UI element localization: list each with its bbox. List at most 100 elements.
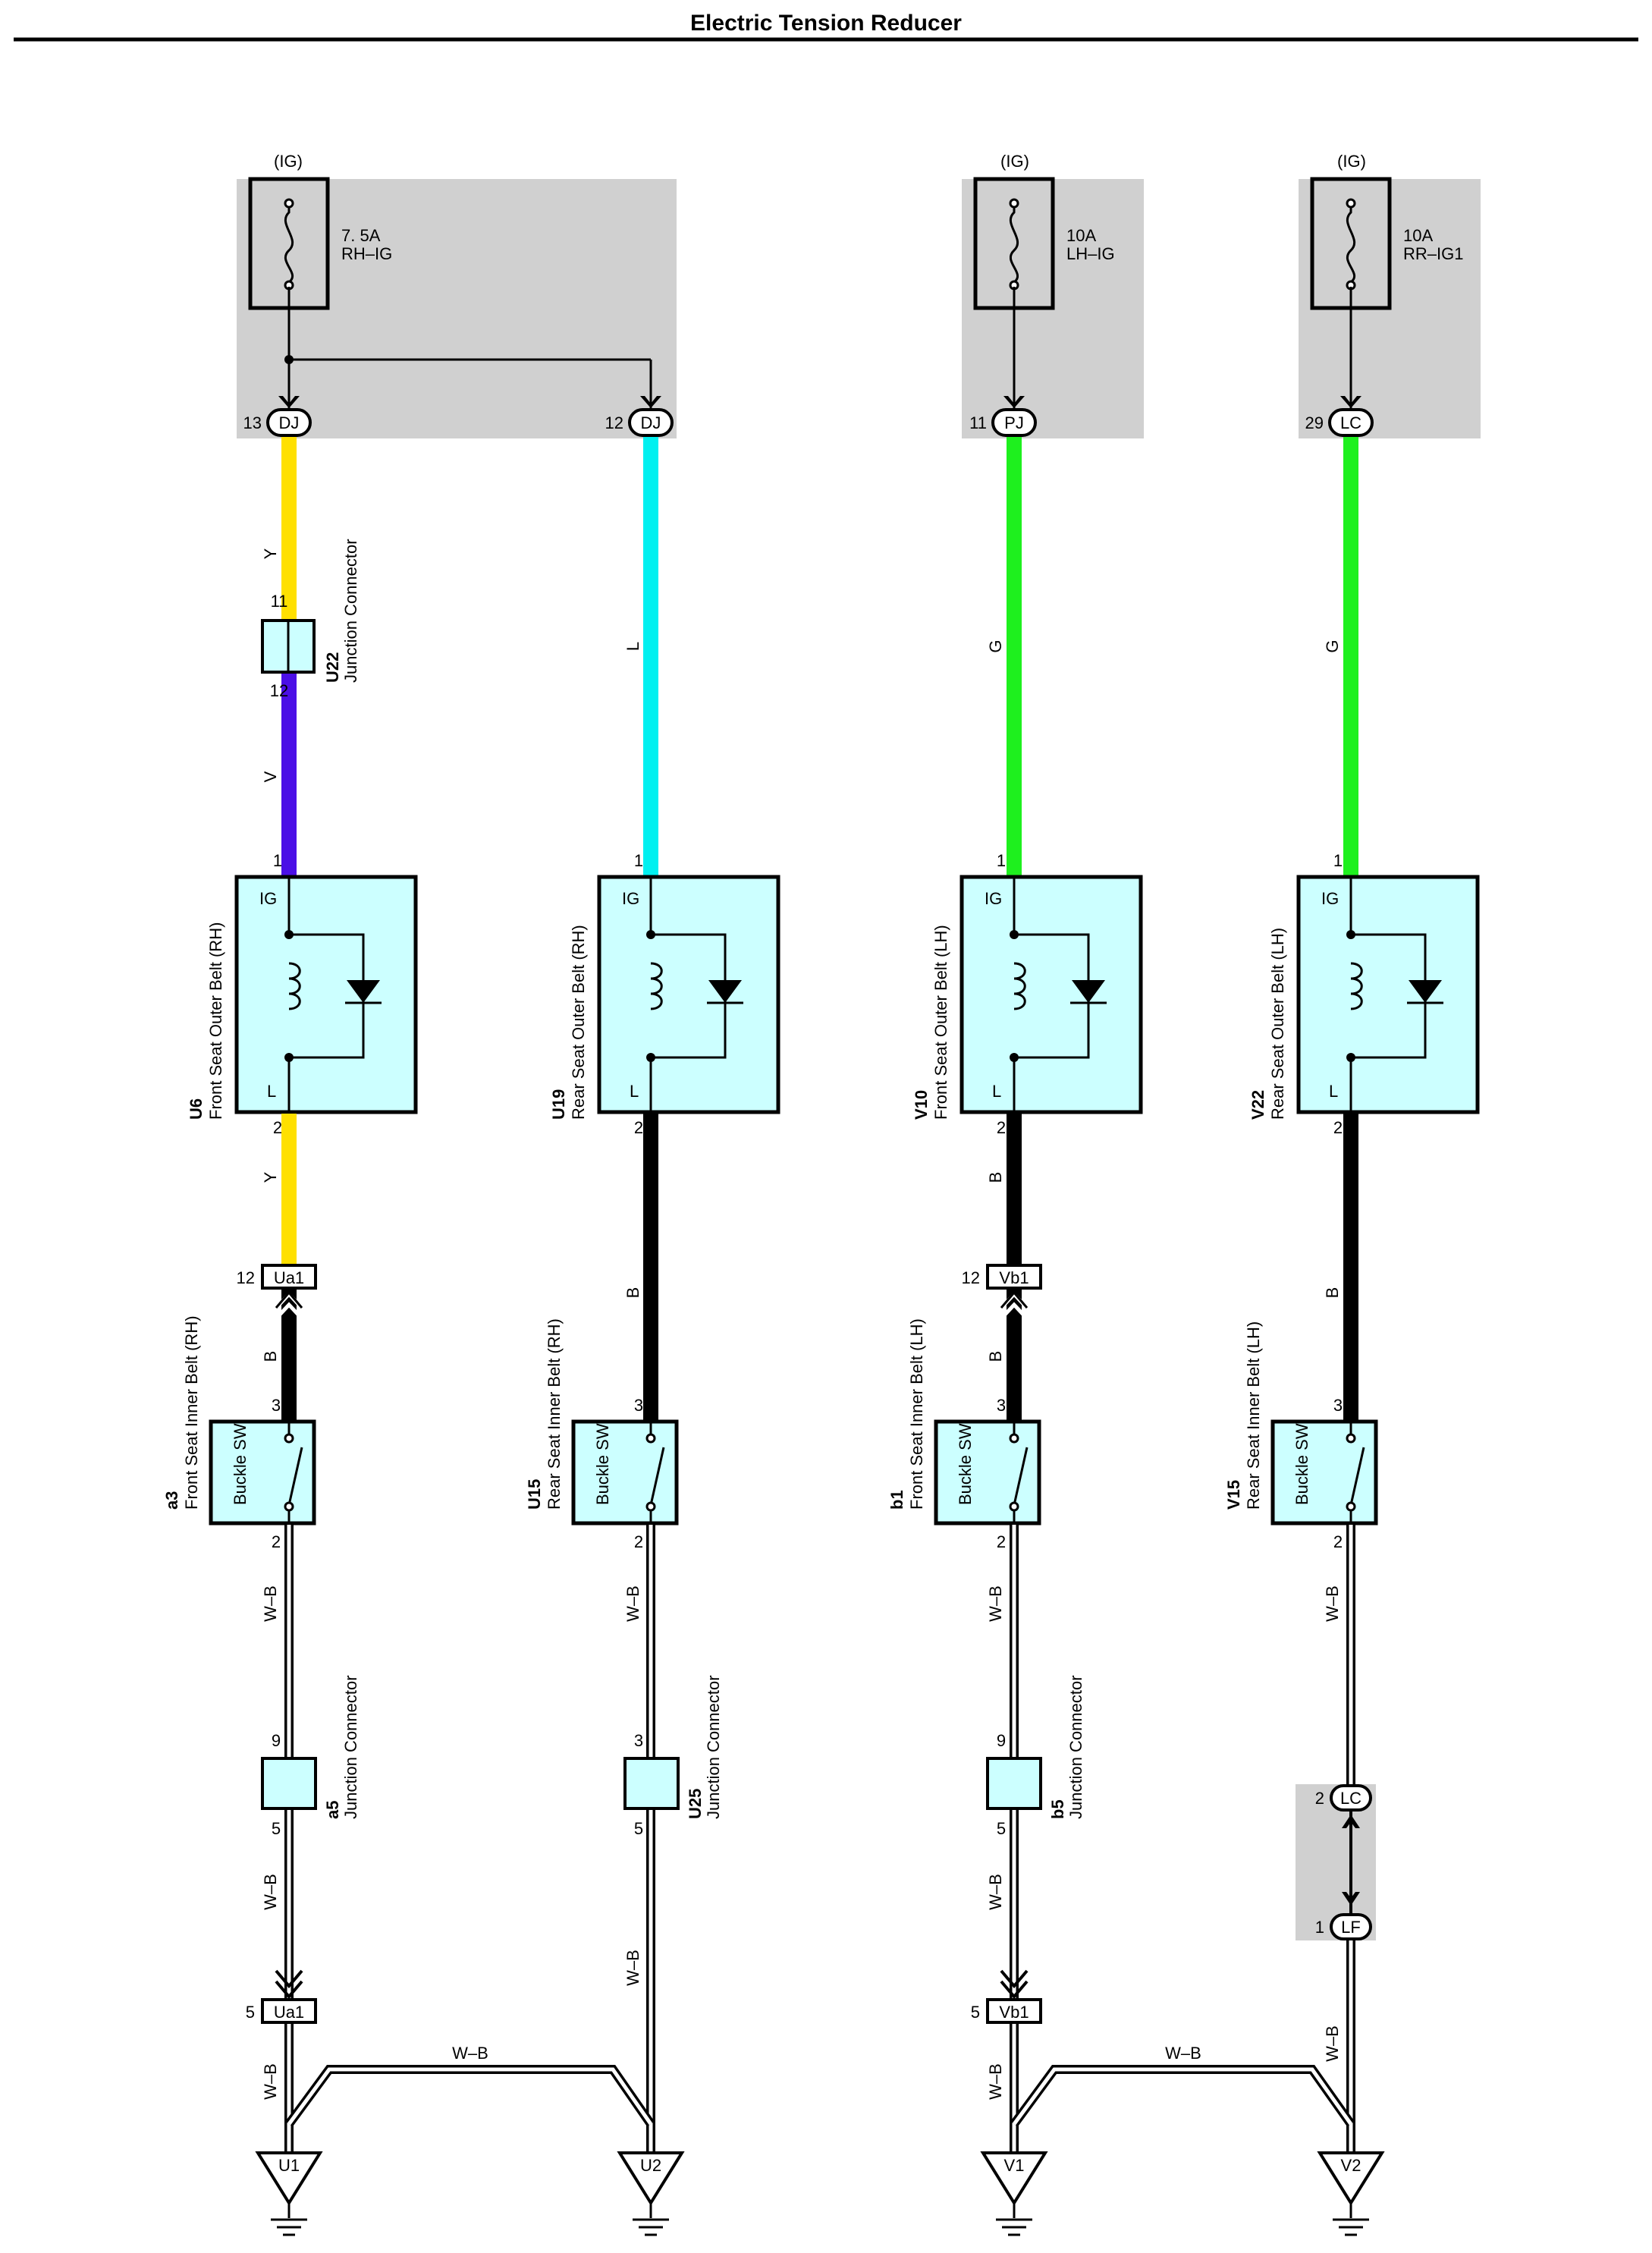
v15-name: Rear Seat Inner Belt (LH) (1244, 1321, 1263, 1510)
b5-pin-top: 9 (997, 1731, 1006, 1750)
outer-belt-u19: IG L 1 2 U19 Rear Seat Outer Belt (RH) (549, 851, 780, 1137)
u15-pin-in: 3 (634, 1396, 643, 1415)
top-connector-1-pin: 13 (243, 413, 262, 432)
v10-pin-out: 2 (997, 1118, 1006, 1137)
u25-name: Junction Connector (704, 1675, 723, 1819)
a5-id: a5 (323, 1801, 342, 1819)
a3-name: Front Seat Inner Belt (RH) (182, 1315, 201, 1510)
top-connector-4-pin: 29 (1305, 413, 1324, 432)
fuse-3-source: (IG) (1337, 152, 1366, 171)
inner-belt-b1: Buckle SW 3 2 b1 Front Seat Inner Belt (… (887, 1318, 1041, 1551)
b1-name: Front Seat Inner Belt (LH) (907, 1318, 926, 1510)
wire-c3-wb-label: W–B (986, 1585, 1005, 1622)
fuse-1-name: RH–IG (341, 244, 392, 263)
u6-name: Front Seat Outer Belt (RH) (206, 922, 225, 1120)
top-connector-3: PJ 11 (969, 408, 1037, 437)
v15-sw: Buckle SW (1292, 1423, 1311, 1505)
top-connector-2-pin: 12 (605, 413, 623, 432)
u6-ig: IG (259, 889, 277, 908)
ua1-bottom-code: Ua1 (274, 2003, 304, 2022)
u15-sw: Buckle SW (593, 1423, 612, 1505)
ground-u1: U1 (255, 2151, 323, 2236)
wire-c4-b-label: B (1323, 1287, 1342, 1299)
outer-belt-u6: IG L 1 2 U6 Front Seat Outer Belt (RH) (187, 851, 418, 1137)
b1-id: b1 (887, 1490, 906, 1510)
wire-c3-wb3-label: W–B (986, 2063, 1005, 2100)
outer-belt-v10: IG L 1 2 V10 Front Seat Outer Belt (LH) (912, 851, 1143, 1137)
b5-id: b5 (1048, 1799, 1067, 1819)
ground-v2: V2 (1317, 2151, 1385, 2236)
wire-c1-v-label: V (261, 771, 280, 782)
junction-a5: 9 5 a5 Junction Connector (261, 1675, 360, 1838)
wire-c3-b-top-label: B (986, 1172, 1005, 1183)
page-title: Electric Tension Reducer (690, 11, 962, 36)
v22-pin-out: 2 (1333, 1118, 1343, 1137)
lc-code: LC (1340, 1789, 1361, 1808)
v10-name: Front Seat Outer Belt (LH) (931, 925, 950, 1120)
v22-pin-in: 1 (1333, 851, 1343, 870)
u22-pin-bottom: 12 (270, 681, 288, 700)
ground-u1-label: U1 (278, 2156, 300, 2175)
inline-connector-vb1-bottom: Vb1 5 (971, 1969, 1042, 2024)
ground-link-2-label: W–B (1165, 2044, 1201, 2063)
inner-belt-a3: Buckle SW 3 2 a3 Front Seat Inner Belt (… (162, 1315, 316, 1551)
fuse-2-source: (IG) (1000, 152, 1029, 171)
b5-name: Junction Connector (1066, 1675, 1085, 1819)
u25-pin-bottom: 5 (634, 1819, 643, 1838)
lc-lf-connectors: LC 2 LF 1 (1315, 1784, 1372, 1940)
wire-c1-b-label: B (261, 1351, 280, 1362)
fuse-2-name: LH–IG (1066, 244, 1115, 263)
vb1-top-pin: 12 (962, 1268, 980, 1287)
lc-pin: 2 (1315, 1789, 1324, 1808)
v10-ig: IG (985, 889, 1002, 908)
wire-c1-y-mid-label: Y (261, 1171, 280, 1183)
u6-id: U6 (187, 1098, 206, 1120)
v22-name: Rear Seat Outer Belt (LH) (1268, 928, 1287, 1120)
fuse-3-name: RR–IG1 (1403, 244, 1463, 263)
ua1-top-code: Ua1 (274, 1268, 304, 1287)
a5-pin-bottom: 5 (272, 1819, 281, 1838)
a5-pin-top: 9 (272, 1731, 281, 1750)
wire-c1-wb3-label: W–B (261, 2063, 280, 2100)
b1-sw: Buckle SW (956, 1423, 975, 1505)
u6-l: L (267, 1082, 276, 1101)
b1-pin-in: 3 (997, 1396, 1006, 1415)
u22-pin-top: 11 (271, 592, 288, 611)
a3-sw: Buckle SW (231, 1423, 250, 1505)
junction-u25: 3 5 U25 Junction Connector (623, 1675, 723, 1838)
u15-id: U15 (525, 1479, 544, 1510)
u25-pin-top: 3 (634, 1731, 643, 1750)
a5-name: Junction Connector (341, 1675, 360, 1819)
v15-pin-in: 3 (1333, 1396, 1343, 1415)
inner-belt-u15: Buckle SW 3 2 U15 Rear Seat Inner Belt (… (525, 1318, 679, 1551)
wire-c4-wb2-label: W–B (1323, 2025, 1342, 2062)
ground-link-1-label: W–B (452, 2044, 488, 2063)
inner-belt-v15: Buckle SW 3 2 V15 Rear Seat Inner Belt (… (1224, 1321, 1378, 1551)
u22-name: Junction Connector (341, 539, 360, 683)
ground-u2: U2 (617, 2151, 685, 2236)
top-connector-2: DJ 12 (605, 408, 674, 437)
u19-l: L (630, 1082, 639, 1101)
ground-u2-label: U2 (640, 2156, 661, 2175)
top-connector-1-code: DJ (279, 413, 300, 432)
wire-c3-b-label: B (986, 1351, 1005, 1362)
wire-c1-y-label: Y (261, 548, 280, 559)
fuse-feed-lines (287, 287, 1352, 408)
vb1-bottom-code: Vb1 (999, 2003, 1029, 2022)
v22-l: L (1329, 1082, 1338, 1101)
fuse-1-source: (IG) (274, 152, 303, 171)
u19-id: U19 (549, 1089, 568, 1120)
inline-connector-ua1-top: Ua1 12 (237, 1264, 317, 1290)
ground-v1: V1 (980, 2151, 1048, 2236)
b5-pin-bottom: 5 (997, 1819, 1006, 1838)
v15-id: V15 (1224, 1480, 1243, 1510)
top-connector-1: DJ 13 (243, 408, 312, 437)
v15-pin-out: 2 (1333, 1532, 1343, 1551)
wire-c1-wb-label: W–B (261, 1585, 280, 1622)
v10-l: L (992, 1082, 1001, 1101)
wire-c3-g-label: G (986, 639, 1005, 652)
inline-connector-ua1-bottom: Ua1 5 (246, 1969, 317, 2024)
u19-pin-in: 1 (634, 851, 643, 870)
ground-v1-label: V1 (1004, 2156, 1025, 2175)
